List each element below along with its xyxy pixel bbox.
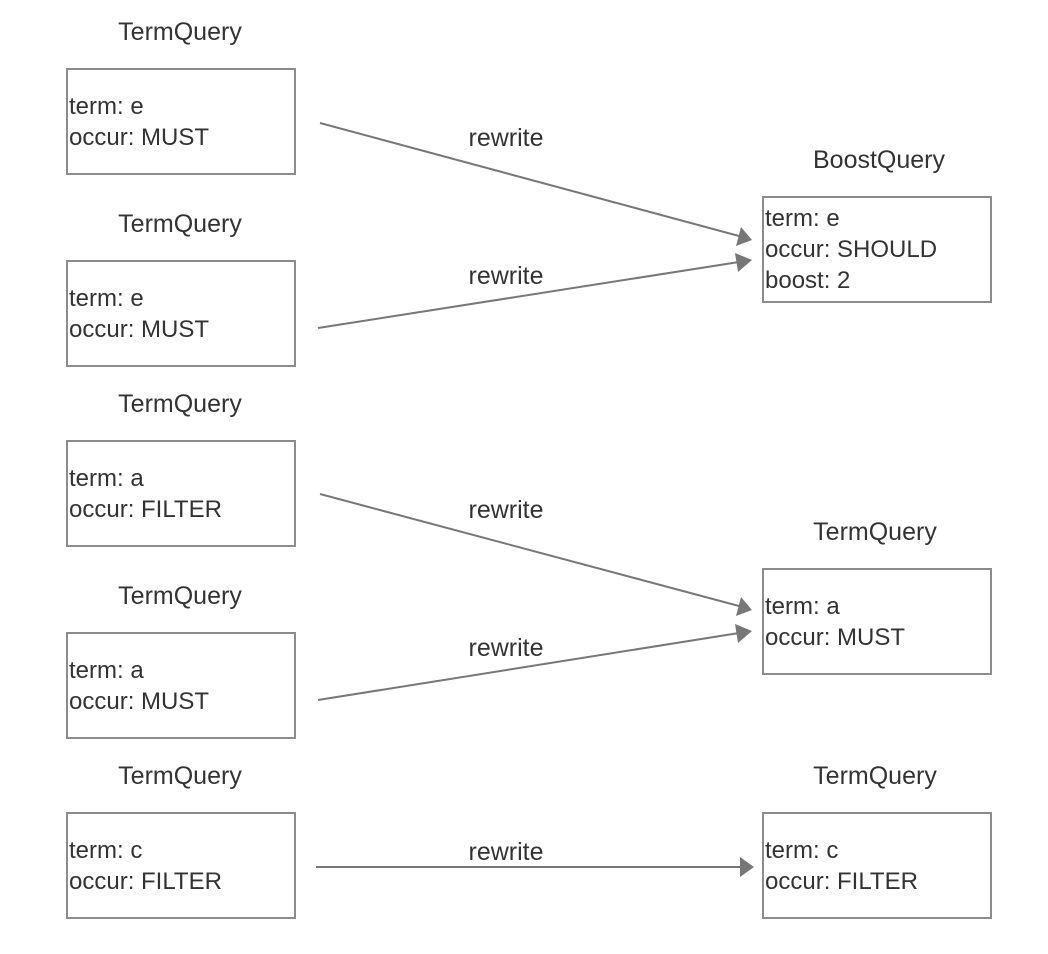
arrow-head (736, 227, 752, 246)
term-value: term: e (69, 284, 144, 312)
arrow-head (740, 857, 754, 877)
term-query-box-left-5: term: c occur: FILTER (66, 812, 296, 919)
term-query-box-right-3: term: c occur: FILTER (762, 812, 992, 919)
arrow-line (317, 261, 740, 329)
term-query-box-left-4: term: a occur: MUST (66, 632, 296, 739)
arrow-head (735, 624, 752, 643)
edge-label-3: rewrite (468, 496, 544, 524)
node-title-left-4: TermQuery (118, 582, 242, 610)
term-value: term: e (765, 205, 840, 232)
occur-value: occur: FILTER (765, 867, 918, 895)
term-query-box-left-2: term: e occur: MUST (66, 260, 296, 367)
term-value: term: a (69, 656, 144, 684)
arrow-left-2-to-boost (317, 253, 752, 329)
term-query-box-left-3: term: a occur: FILTER (66, 440, 296, 547)
term-value: term: a (765, 592, 840, 620)
edge-label-2: rewrite (468, 262, 544, 290)
term-query-box-right-2: term: a occur: MUST (762, 568, 992, 675)
occur-value: occur: FILTER (69, 495, 222, 523)
edge-label-5: rewrite (468, 838, 544, 866)
boost-value: boost: 2 (765, 267, 851, 294)
arrow-line (319, 122, 740, 237)
node-title-left-3: TermQuery (118, 390, 242, 418)
term-value: term: a (69, 464, 144, 492)
arrow-left-3-to-right-2 (319, 493, 752, 616)
term-value: term: c (69, 836, 143, 864)
arrow-line (319, 493, 740, 607)
arrow-line (317, 632, 740, 701)
occur-value: occur: SHOULD (765, 236, 938, 263)
boost-query-box: term: e occur: SHOULD boost: 2 (762, 196, 992, 303)
node-title-right-2: TermQuery (813, 518, 937, 546)
node-title-left-1: TermQuery (118, 18, 242, 46)
occur-value: occur: MUST (69, 123, 210, 151)
occur-value: occur: MUST (69, 687, 210, 715)
node-title-right-3: TermQuery (813, 762, 937, 790)
term-query-box-left-1: term: e occur: MUST (66, 68, 296, 175)
term-value: term: c (765, 836, 839, 864)
occur-value: occur: FILTER (69, 867, 222, 895)
node-title-left-2: TermQuery (118, 210, 242, 238)
edge-label-1: rewrite (468, 124, 544, 152)
term-value: term: e (69, 92, 144, 120)
edge-label-4: rewrite (468, 634, 544, 662)
occur-value: occur: MUST (69, 315, 210, 343)
arrow-head (735, 253, 752, 272)
arrow-left-5-to-right-3 (316, 857, 754, 877)
arrow-left-4-to-right-2 (317, 624, 752, 701)
node-title-right-1: BoostQuery (812, 146, 946, 174)
arrow-left-1-to-boost (319, 122, 752, 246)
node-title-left-5: TermQuery (118, 762, 242, 790)
occur-value: occur: MUST (765, 623, 906, 651)
arrow-head (736, 597, 752, 616)
